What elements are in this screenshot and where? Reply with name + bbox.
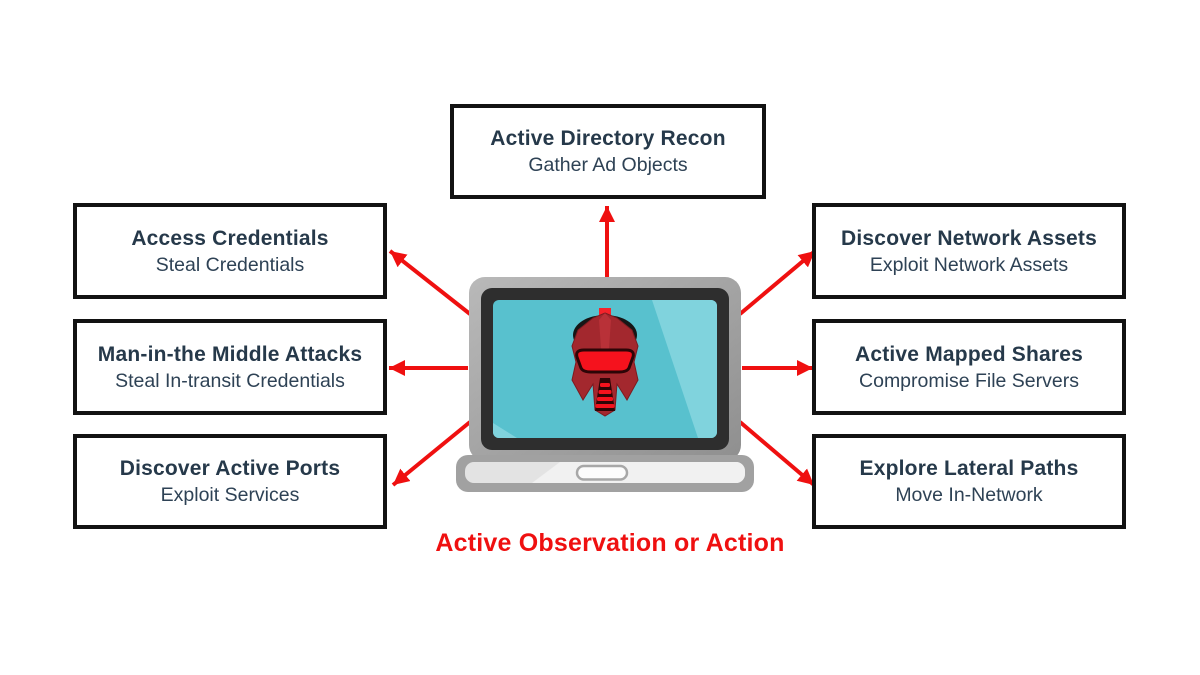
node-title: Active Mapped Shares (854, 342, 1084, 366)
node-subtitle: Gather Ad Objects (528, 154, 688, 176)
node-box-explore-lateral-paths: Explore Lateral Paths Move In-Network (812, 434, 1126, 529)
node-box-active-mapped-shares: Active Mapped Shares Compromise File Ser… (812, 319, 1126, 415)
node-subtitle: Compromise File Servers (859, 369, 1079, 392)
node-subtitle: Steal Credentials (155, 253, 305, 276)
node-title: Access Credentials (131, 226, 329, 250)
node-box-discover-active-ports: Discover Active Ports Exploit Services (73, 434, 387, 529)
arrow-to-lower-left (391, 420, 472, 487)
laptop-illustration (456, 277, 754, 492)
node-box-active-directory-recon: Active Directory Recon Gather Ad Objects (450, 104, 766, 199)
laptop-button (575, 464, 629, 481)
arrow-to-upper-left (388, 249, 472, 316)
node-subtitle: Exploit Services (160, 484, 300, 506)
node-subtitle: Exploit Network Assets (869, 253, 1069, 276)
robot-face-icon (571, 308, 639, 417)
node-title: Discover Active Ports (119, 457, 341, 480)
node-box-discover-network-assets: Discover Network Assets Exploit Network … (812, 203, 1126, 299)
node-subtitle: Steal In-transit Credentials (115, 369, 345, 392)
node-subtitle: Move In-Network (895, 484, 1043, 506)
node-box-man-in-the-middle: Man-in-the Middle Attacks Steal In-trans… (73, 319, 387, 415)
arrow-to-lower-right (738, 420, 816, 487)
node-title: Discover Network Assets (841, 226, 1097, 250)
diagram-caption: Active Observation or Action (435, 529, 785, 557)
node-title: Explore Lateral Paths (859, 457, 1079, 480)
laptop-robot-face-icon (456, 277, 754, 492)
node-title: Active Directory Recon (490, 127, 726, 150)
arrow-to-upper-right (738, 249, 817, 316)
node-box-access-credentials: Access Credentials Steal Credentials (73, 203, 387, 299)
node-title: Man-in-the Middle Attacks (97, 342, 363, 366)
